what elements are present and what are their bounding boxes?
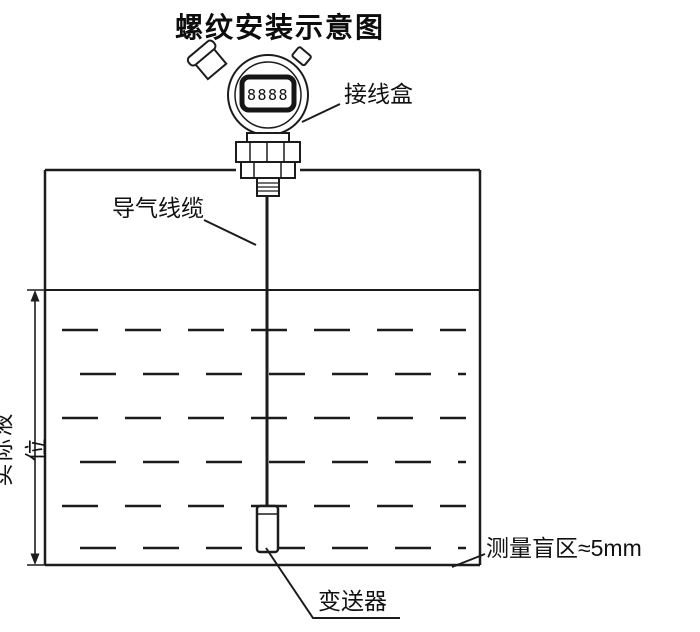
- diagram-title: 螺纹安装示意图: [174, 12, 385, 43]
- terminal-flange: [235, 141, 301, 163]
- probe-body: [255, 504, 280, 554]
- tank-outline: [43, 168, 482, 567]
- transmitter-leader: [265, 547, 400, 619]
- transmitter-label: 变送器: [318, 588, 387, 614]
- vent-cable-label: 导气线缆: [112, 195, 204, 221]
- leader-lines: [203, 103, 486, 619]
- actual-level-label: 实际液位: [0, 411, 49, 487]
- junction-box-label: 接线盒: [344, 81, 413, 107]
- hex-nut: [240, 161, 296, 179]
- junction-box-leader: [301, 103, 341, 123]
- level-dimension-arrow: [27, 289, 45, 566]
- vent-cable-leader: [203, 219, 257, 246]
- blind-zone-label: 测量盲区≈5mm: [486, 535, 642, 561]
- transmitter-head: [186, 39, 312, 197]
- display-window: [239, 74, 297, 113]
- neck-collar: [246, 132, 290, 143]
- cable-gland-icon: [186, 39, 228, 81]
- display-digits: 8888: [247, 86, 289, 104]
- vent-plug-icon: [291, 46, 312, 67]
- blind-zone-leader: [451, 553, 486, 568]
